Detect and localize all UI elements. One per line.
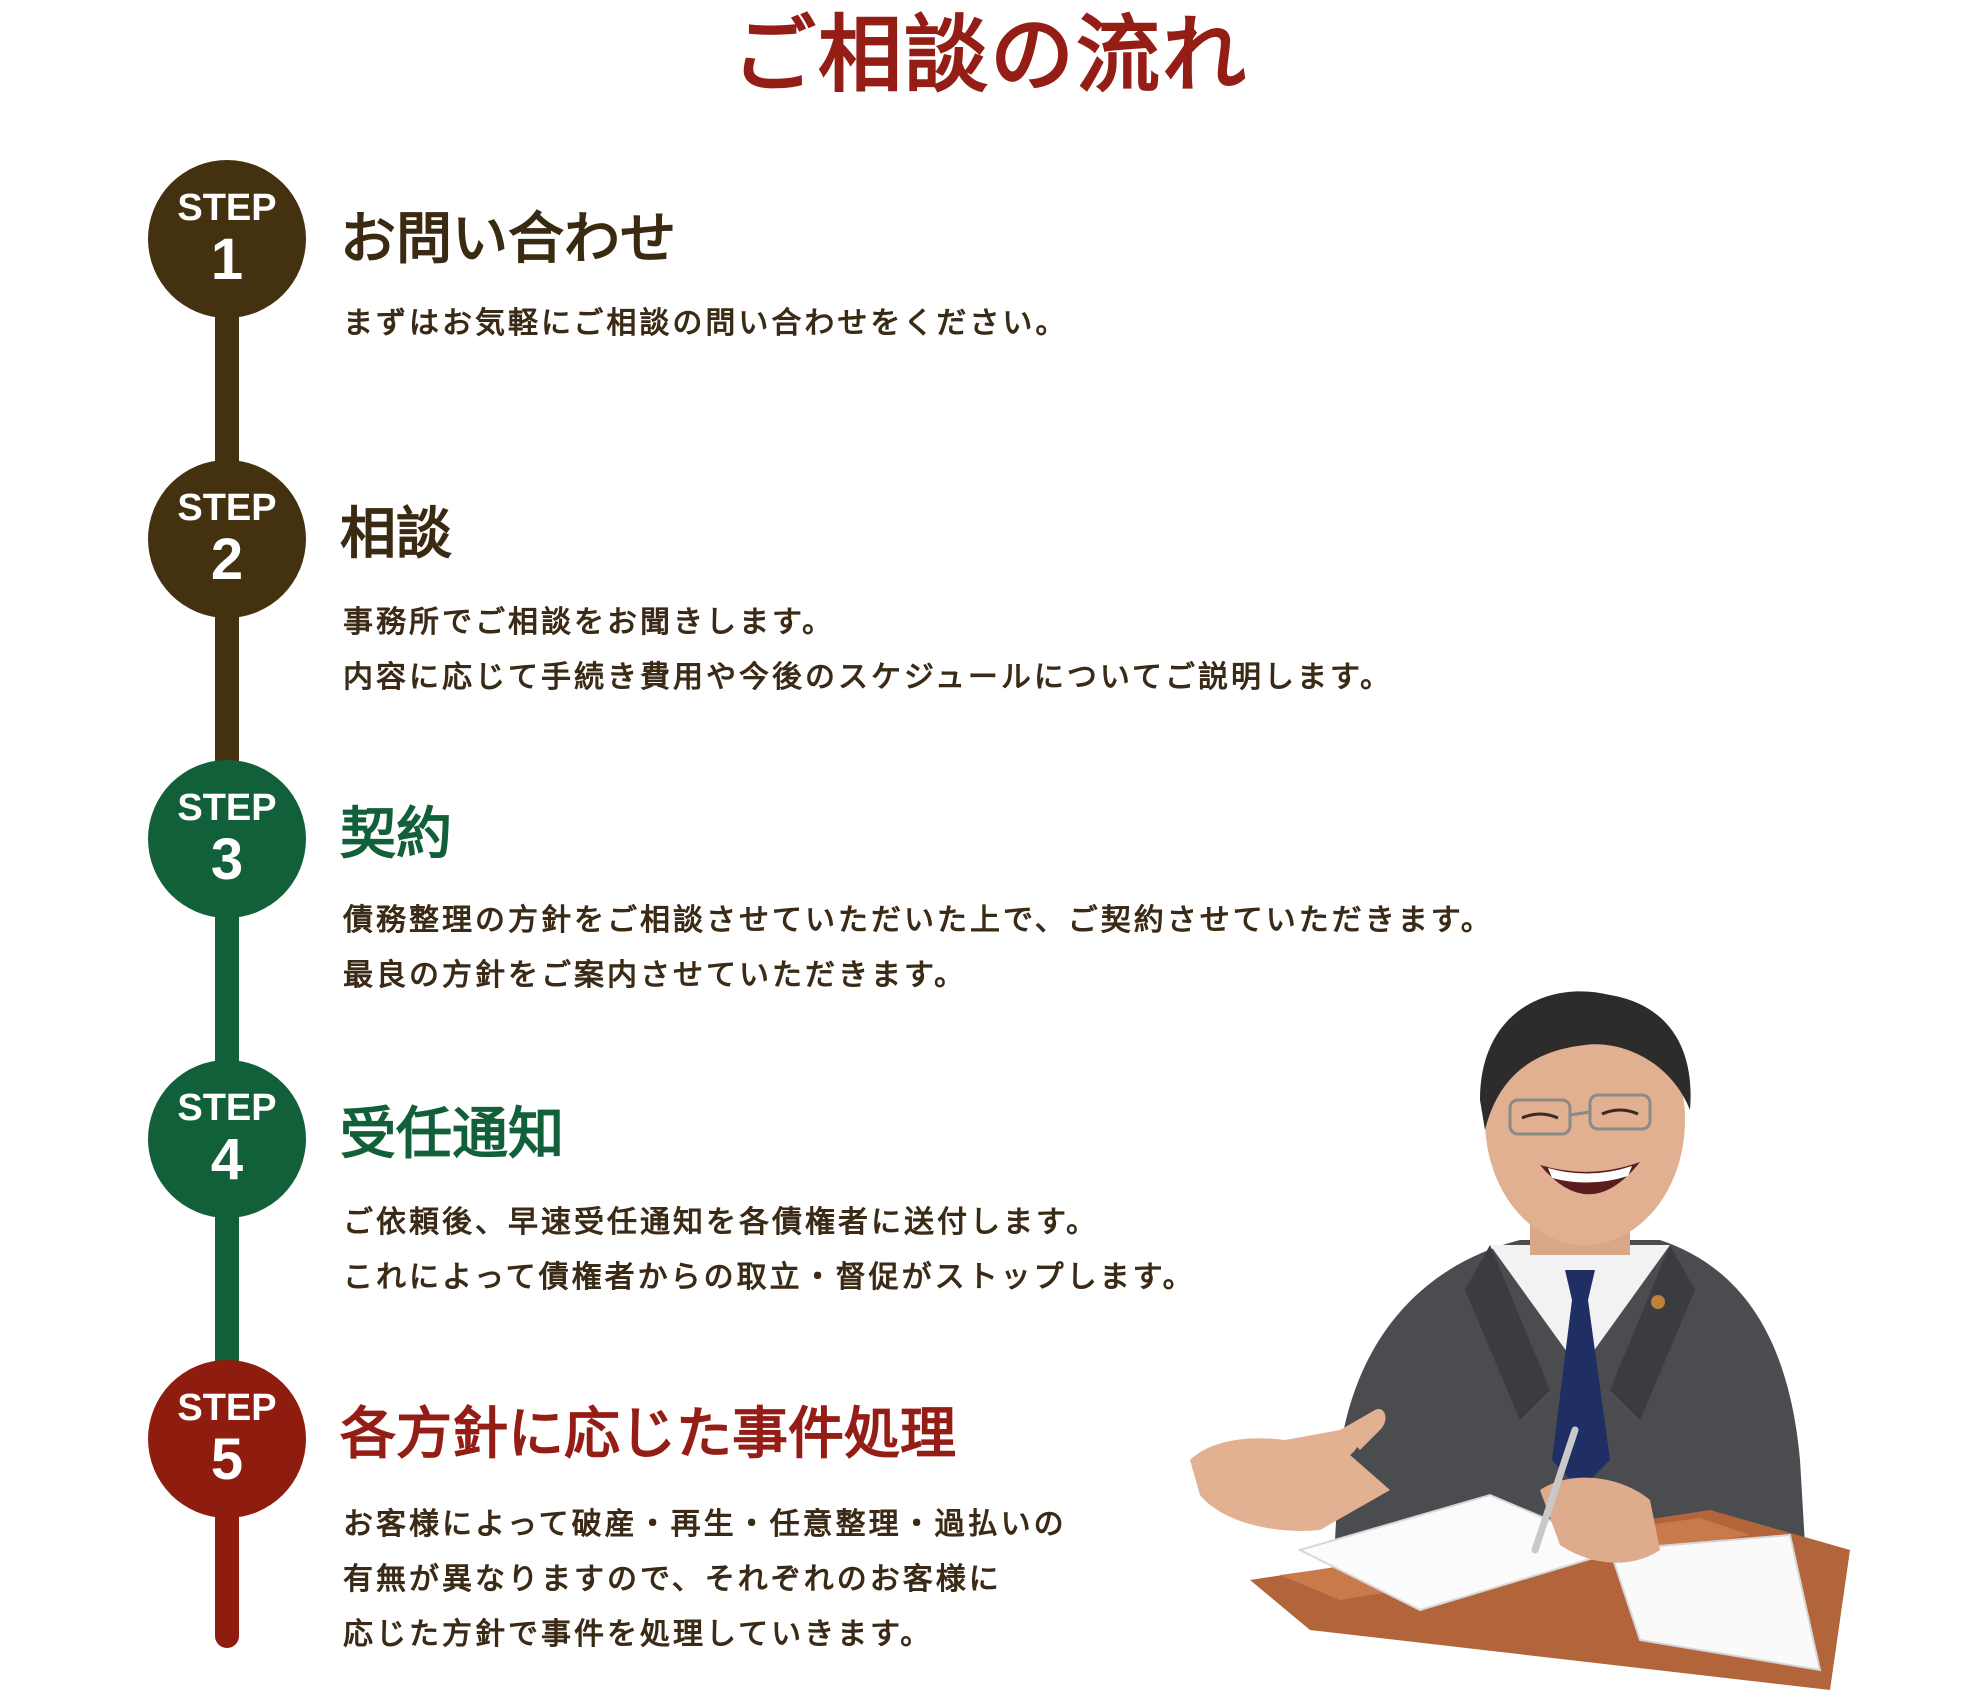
- step-number: 1: [210, 227, 244, 292]
- timeline-line-3: [215, 900, 239, 1075]
- step-description-line: お客様によって破産・再生・任意整理・過払いの: [343, 1507, 1067, 1542]
- step-description-4: ご依頼後、早速受任通知を各債権者に送付します。 これによって債権者からの取立・督…: [343, 1195, 1196, 1305]
- step-description-line: 事務所でご相談をお聞きします。: [343, 605, 835, 640]
- step-description-3: 債務整理の方針をご相談させていただいた上で、ご契約させていただきます。 最良の方…: [343, 893, 1494, 1003]
- timeline-line-2: [215, 600, 239, 775]
- step-badge-5: STEP 5: [148, 1360, 306, 1518]
- step-description-1: まずはお気軽にご相談の問い合わせをください。: [343, 296, 1068, 351]
- lawyer-portrait-image: [1190, 991, 1850, 1690]
- step-number: 4: [210, 1127, 244, 1192]
- step-number: 5: [210, 1427, 244, 1492]
- step-heading-5: 各方針に応じた事件処理: [340, 1402, 956, 1467]
- step-badge-1: STEP 1: [148, 160, 306, 318]
- step-label: STEP: [177, 787, 277, 829]
- step-description-line: これによって債権者からの取立・督促がストップします。: [343, 1260, 1196, 1295]
- step-badge-4: STEP 4: [148, 1060, 306, 1218]
- step-heading-1: お問い合わせ: [340, 207, 676, 272]
- step-label: STEP: [177, 487, 277, 529]
- step-heading-4: 受任通知: [340, 1102, 564, 1167]
- timeline-line-1: [215, 300, 239, 475]
- step-label: STEP: [177, 1387, 277, 1429]
- step-description-line: まずはお気軽にご相談の問い合わせをください。: [343, 306, 1069, 341]
- step-description-line: 有無が異なりますので、それぞれのお客様に: [343, 1562, 1002, 1597]
- step-description-line: 応じた方針で事件を処理していきます。: [343, 1617, 934, 1652]
- step-description-line: 最良の方針をご案内させていただきます。: [343, 958, 967, 993]
- step-number: 3: [210, 827, 244, 892]
- step-number: 2: [210, 527, 244, 592]
- step-description-2: 事務所でご相談をお聞きします。 内容に応じて手続き費用や今後のスケジュールについ…: [343, 595, 1393, 705]
- step-badge-3: STEP 3: [148, 760, 306, 918]
- timeline-line-5: [215, 1500, 239, 1648]
- step-description-5: お客様によって破産・再生・任意整理・過払いの 有無が異なりますので、それぞれのお…: [343, 1497, 1067, 1662]
- step-description-line: 内容に応じて手続き費用や今後のスケジュールについてご説明します。: [343, 660, 1393, 695]
- step-label: STEP: [177, 187, 277, 229]
- step-description-line: 債務整理の方針をご相談させていただいた上で、ご契約させていただきます。: [343, 903, 1494, 938]
- timeline-line-4: [215, 1200, 239, 1375]
- step-heading-3: 契約: [340, 802, 452, 867]
- page-title: ご相談の流れ: [731, 5, 1248, 104]
- step-description-line: ご依頼後、早速受任通知を各債権者に送付します。: [343, 1205, 1099, 1240]
- step-label: STEP: [177, 1087, 277, 1129]
- step-badge-2: STEP 2: [148, 460, 306, 618]
- step-heading-2: 相談: [340, 502, 452, 567]
